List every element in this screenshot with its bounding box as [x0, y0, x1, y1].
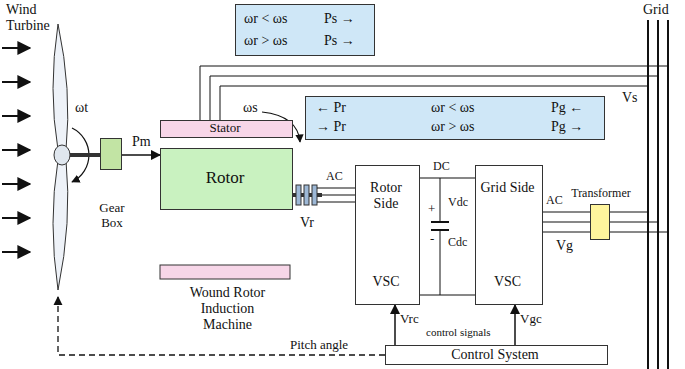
- connector: [543, 221, 590, 222]
- node-text: VSC: [356, 274, 416, 290]
- stator-box: Stator: [160, 120, 293, 138]
- node-text: ωr < ωs: [431, 100, 474, 116]
- grid-wire: [540, 232, 590, 233]
- signal-label: control signals: [426, 326, 490, 339]
- signal-label: AC: [546, 194, 563, 208]
- control-box: Control System: [385, 345, 608, 365]
- node-text: Stator: [161, 121, 289, 136]
- node-text: Rotor Side: [356, 180, 416, 212]
- grid-wire: [540, 212, 590, 213]
- node-text: Grid Side: [476, 180, 539, 196]
- node-text: Ps →: [324, 33, 355, 49]
- polarity-sign: +: [428, 202, 435, 217]
- dc-bus: [417, 295, 475, 296]
- voltage-symbol: Vg: [556, 238, 573, 254]
- node-text: → Pr: [316, 119, 346, 135]
- node-text: ωr < ωs: [244, 11, 287, 27]
- node-text: Pg →: [551, 119, 583, 135]
- speed-symbol: ωs: [243, 100, 258, 116]
- node-text: Pg ←: [551, 100, 583, 116]
- rotor-box: Rotor: [160, 148, 293, 210]
- voltage-symbol: Vr: [300, 215, 314, 231]
- edge-label: Pm: [132, 134, 151, 150]
- low-speed-shaft: [70, 153, 100, 157]
- info-box: ← Pr ωr < ωs Pg ← → Pr ωr > ωs Pg →: [305, 96, 605, 140]
- component-label: Wind Turbine: [6, 2, 56, 34]
- node-text: ωr > ωs: [431, 119, 474, 135]
- node-text: Gear Box: [89, 201, 135, 231]
- stator-bar: [160, 265, 290, 279]
- grid-wire: [610, 222, 658, 223]
- info-box: ωr < ωs Ps → ωr > ωs Ps →: [235, 4, 375, 56]
- voltage-symbol: Vdc: [448, 196, 468, 210]
- slip-ring: [304, 185, 309, 205]
- grid-bus: [648, 20, 668, 369]
- edge-label: Vgc: [520, 312, 542, 327]
- capacitor-label: Cdc: [448, 236, 467, 250]
- connector: [514, 305, 516, 345]
- connector: [394, 305, 396, 345]
- signal-label: DC: [433, 160, 450, 174]
- slip-ring: [296, 185, 301, 205]
- slip-ring: [312, 185, 317, 205]
- turbine-blade: [53, 24, 68, 150]
- converter-box: Grid SideVSC: [475, 165, 543, 305]
- node-text: Rotor: [161, 168, 289, 188]
- node-text: Control System: [386, 347, 604, 363]
- turbine-blade: [53, 160, 68, 290]
- transformer-box: Transformer: [590, 204, 610, 240]
- signal-label: Pitch angle: [290, 338, 348, 353]
- grid-wire: [610, 232, 668, 233]
- connector: [122, 154, 160, 156]
- node-text: ωr > ωs: [244, 33, 287, 49]
- turbine-hub: [54, 145, 70, 165]
- node-text: Ps →: [324, 11, 355, 27]
- edge-label: Vrc: [400, 312, 419, 327]
- node-text: VSC: [476, 274, 539, 290]
- component-label: Wound Rotor Induction Machine: [180, 285, 275, 333]
- component-label: Grid: [643, 2, 669, 18]
- voltage-symbol: Vs: [622, 90, 638, 106]
- converter-box: Rotor SideVSC: [355, 165, 420, 305]
- grid-wire: [610, 212, 648, 213]
- polarity-sign: -: [430, 232, 434, 247]
- capacitor-symbol: [431, 178, 449, 295]
- node-text: ← Pr: [316, 100, 346, 116]
- connector: [420, 177, 475, 178]
- rotor-wire: [317, 202, 355, 203]
- speed-symbol: ωt: [75, 100, 88, 116]
- wind-arrows: [2, 48, 30, 252]
- rotor-wire: [317, 188, 355, 189]
- gearbox-box: Gear Box: [100, 138, 122, 170]
- signal-label: AC: [326, 170, 343, 184]
- node-text: Transformer: [567, 187, 635, 201]
